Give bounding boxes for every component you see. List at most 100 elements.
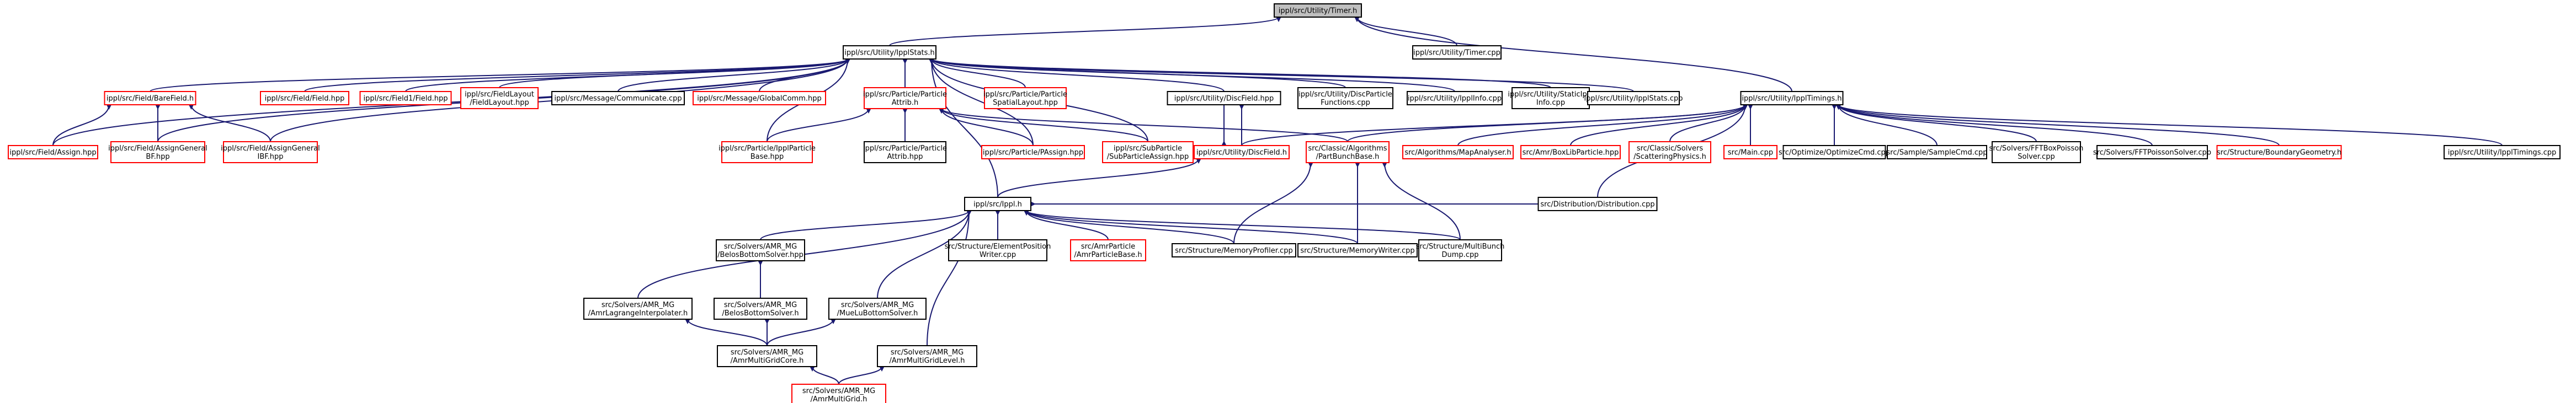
node-particlespatial-hpp[interactable]: ippl/src/Particle/ParticleSpatialLayout.… (983, 87, 1067, 109)
node-fieldlayout-hpp[interactable]: ippl/src/FieldLayout/FieldLayout.hpp (460, 87, 539, 109)
node-box[interactable] (2444, 145, 2561, 159)
node-box[interactable] (1102, 141, 1194, 163)
node-memorywriter-cpp[interactable]: src/Structure/MemoryWriter.cpp (1297, 243, 1418, 257)
node-box[interactable] (260, 91, 349, 105)
node-box[interactable] (716, 239, 805, 261)
node-discparticlefunctions-cpp[interactable]: ippl/src/Utility/DiscParticleFunctions.c… (1297, 87, 1393, 109)
node-box[interactable] (1740, 91, 1844, 105)
node-box[interactable] (1723, 145, 1777, 159)
node-box[interactable] (948, 239, 1047, 261)
node-partbunchbase-h[interactable]: src/Classic/Algorithms/PartBunchBase.h (1306, 141, 1390, 163)
node-box[interactable] (8, 145, 98, 159)
node-discfield-hpp[interactable]: ippl/src/Utility/DiscField.hpp (1167, 91, 1281, 105)
node-box[interactable] (714, 298, 807, 320)
node-multigridlevel-h[interactable]: src/Solvers/AMR_MG/AmrMultiGridLevel.h (877, 345, 977, 367)
node-box[interactable] (551, 91, 685, 105)
node-box[interactable] (1402, 145, 1514, 159)
node-box[interactable] (1172, 243, 1296, 257)
node-box[interactable] (1167, 91, 1281, 105)
node-box[interactable] (460, 87, 539, 109)
node-box[interactable] (1537, 197, 1658, 211)
node-bottomsolver-hpp[interactable]: src/Solvers/AMR_MG/BelosBottomSolver.hpp (716, 239, 805, 261)
node-ipplinfo-cpp[interactable]: ippl/src/Utility/IpplInfo.cpp (1407, 91, 1503, 105)
node-box[interactable] (984, 87, 1067, 109)
node-box[interactable] (721, 141, 813, 163)
node-bottomsolver-h[interactable]: src/Solvers/AMR_MG/BelosBottomSolver.h (714, 298, 807, 320)
node-optimizecmd-cpp[interactable]: src/Optimize/OptimizeCmd.cpp (1779, 145, 1890, 159)
node-box[interactable] (864, 87, 946, 109)
node-box[interactable] (1520, 145, 1621, 159)
node-box[interactable] (2096, 145, 2208, 159)
node-fieldassign-hpp[interactable]: ippl/src/Field/Assign.hpp (8, 145, 98, 159)
node-barefield-h[interactable]: ippl/src/Field/BareField.h (104, 91, 196, 105)
node-scatteringphysics-h[interactable]: src/Classic/Solvers/ScatteringPhysics.h (1628, 141, 1711, 163)
node-box[interactable] (877, 345, 977, 367)
node-box[interactable] (1407, 91, 1503, 105)
node-main-cpp[interactable]: src/Main.cpp (1723, 145, 1777, 159)
node-boxlibparticle-hpp[interactable]: src/Amr/BoxLibParticle.hpp (1520, 145, 1621, 159)
node-box[interactable] (791, 384, 886, 403)
node-box[interactable] (828, 298, 927, 320)
node-ippl-h[interactable]: ippl/src/Ippl.h (964, 197, 1031, 211)
node-box[interactable] (1306, 141, 1390, 163)
node-box[interactable] (583, 298, 693, 320)
node-box[interactable] (1587, 91, 1680, 105)
node-box[interactable] (1511, 87, 1590, 109)
node-box[interactable] (359, 91, 452, 105)
node-passign-hpp[interactable]: ippl/src/Particle/PAssign.hpp (981, 145, 1085, 159)
node-box[interactable] (1418, 239, 1502, 261)
node-discfield-h[interactable]: ippl/src/Utility/DiscField.h (1194, 145, 1290, 159)
node-field-hpp[interactable]: ippl/src/Field/Field.hpp (260, 91, 349, 105)
node-box[interactable] (693, 91, 826, 105)
node-box[interactable] (1297, 243, 1418, 257)
node-box[interactable] (1782, 145, 1886, 159)
node-samplecmd-cpp[interactable]: src/Sample/SampleCmd.cpp (1886, 145, 1988, 159)
node-mapanalyser-h[interactable]: src/Algorithms/MapAnalyser.h (1402, 145, 1514, 159)
node-box[interactable] (864, 141, 946, 163)
node-memoryprofiler-cpp[interactable]: src/Structure/MemoryProfiler.cpp (1172, 243, 1296, 257)
node-box[interactable] (1887, 145, 1987, 159)
node-box[interactable] (1992, 141, 2081, 163)
node-ipplstats-h[interactable]: ippl/src/Utility/IpplStats.h (843, 45, 936, 60)
node-multigrid-h[interactable]: src/Solvers/AMR_MG/AmrMultiGrid.h (791, 384, 886, 403)
node-box[interactable] (2216, 145, 2342, 159)
node-ippltimings-cpp[interactable]: ippl/src/Utility/IpplTimings.cpp (2444, 145, 2561, 159)
node-box[interactable] (1297, 87, 1393, 109)
node-globalcomm-hpp[interactable]: ippl/src/Message/GlobalComm.hpp (693, 91, 826, 105)
node-box[interactable] (1194, 145, 1290, 159)
node-subparticleassign-hpp[interactable]: ippl/src/SubParticle/SubParticleAssign.h… (1102, 141, 1194, 163)
node-box[interactable] (1274, 3, 1362, 18)
node-ippltimings-h[interactable]: ippl/src/Utility/IpplTimings.h (1740, 91, 1844, 105)
node-muelubottom-h[interactable]: src/Solvers/AMR_MG/MueLuBottomSolver.h (828, 298, 927, 320)
node-amrparticlebase-h[interactable]: src/AmrParticle/AmrParticleBase.h (1070, 239, 1146, 261)
node-box[interactable] (1412, 45, 1502, 60)
node-box[interactable] (964, 197, 1031, 211)
node-communicate-cpp[interactable]: ippl/src/Message/Communicate.cpp (551, 91, 685, 105)
node-timer-h[interactable]: ippl/src/Utility/Timer.h (1274, 3, 1362, 18)
node-box[interactable] (104, 91, 196, 105)
node-box[interactable] (981, 145, 1085, 159)
node-boundarygeometry-h[interactable]: src/Structure/BoundaryGeometry.h (2216, 145, 2342, 159)
node-distribution-cpp[interactable]: src/Distribution/Distribution.cpp (1537, 197, 1658, 211)
node-box[interactable] (1070, 239, 1146, 261)
node-ipplstats-cpp[interactable]: ippl/src/Utility/IpplStats.cpp (1584, 91, 1683, 105)
node-lagrangeinterp-h[interactable]: src/Solvers/AMR_MG/AmrLagrangeInterpolat… (583, 298, 693, 320)
node-box[interactable] (110, 141, 205, 163)
node-fftpoisson-cpp[interactable]: src/Solvers/FFTPoissonSolver.cpp (2093, 145, 2211, 159)
node-box[interactable] (1628, 141, 1711, 163)
node-box[interactable] (223, 141, 318, 163)
node-box[interactable] (717, 345, 817, 367)
node-box[interactable] (843, 45, 936, 60)
node-field1-hpp[interactable]: ippl/src/Field1/Field.hpp (359, 91, 452, 105)
node-multigridcore-h[interactable]: src/Solvers/AMR_MG/AmrMultiGridCore.h (717, 345, 817, 367)
node-timer-cpp[interactable]: ippl/src/Utility/Timer.cpp (1412, 45, 1502, 60)
